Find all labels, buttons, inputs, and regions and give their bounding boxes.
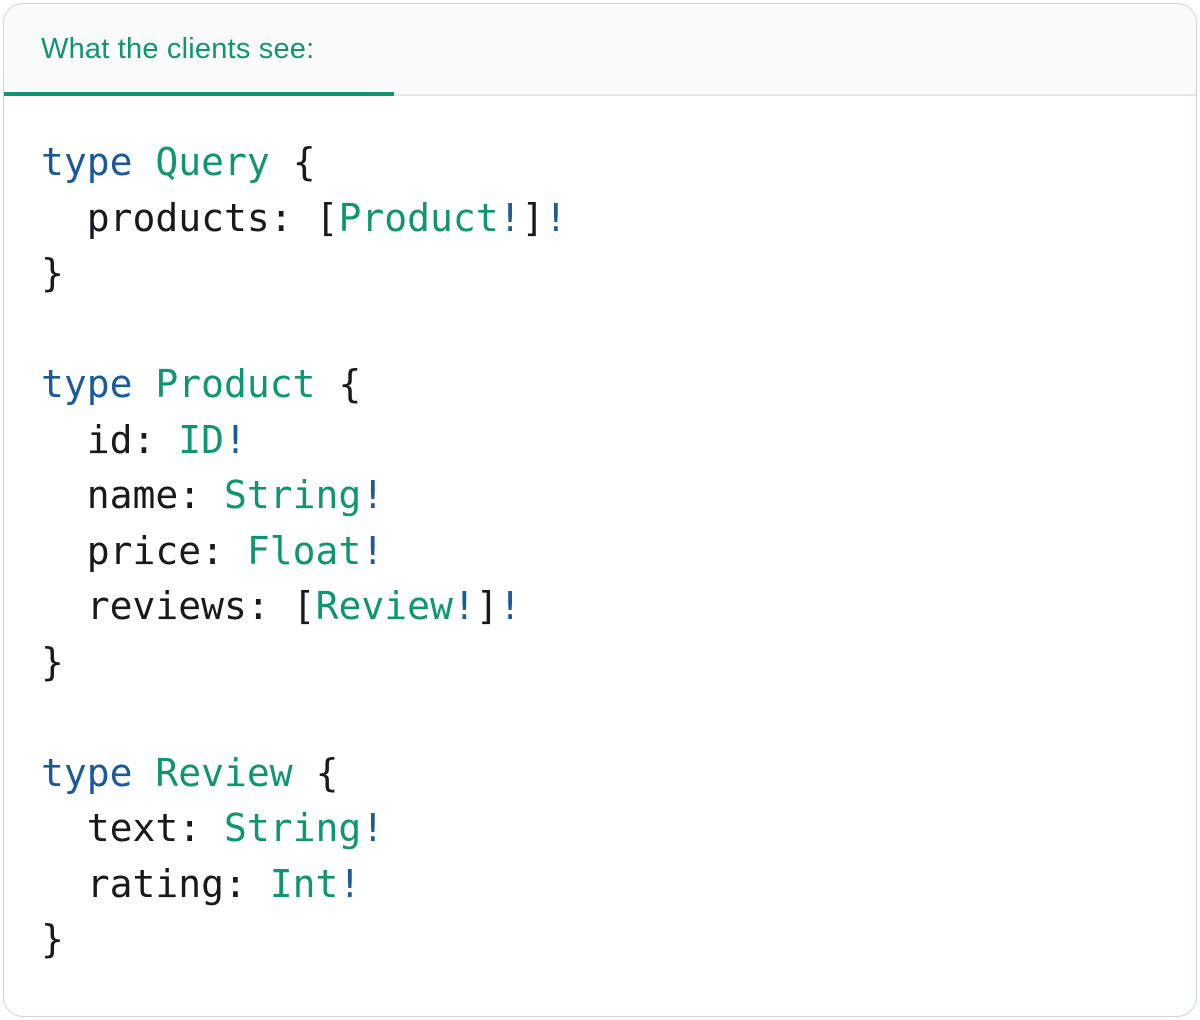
token-plain: { [315, 750, 339, 795]
code-line: price: Float! [41, 524, 1176, 580]
code-line: } [41, 635, 1176, 691]
token-plain: [ [315, 195, 339, 240]
token-bang: ! [452, 584, 476, 628]
token-plain: [ [292, 584, 316, 628]
token-type: Float [246, 528, 362, 573]
code-line: rating: Int! [41, 857, 1176, 913]
token-plain [316, 362, 339, 406]
tab-label: What the clients see: [41, 32, 315, 65]
token-bang: ! [361, 473, 385, 517]
token-bang: ! [498, 195, 522, 240]
token-plain: products: [41, 195, 316, 240]
token-plain [133, 362, 156, 406]
token-plain: } [41, 917, 64, 961]
token-keyword: type [41, 140, 133, 184]
token-type: Query [155, 140, 270, 184]
token-plain [133, 751, 156, 795]
token-type: Review [155, 750, 293, 795]
token-bang: ! [361, 806, 385, 850]
token-plain: ] [521, 195, 545, 240]
panel-header: What the clients see: [4, 4, 1196, 96]
token-keyword: type [41, 362, 133, 406]
token-keyword: type [41, 750, 133, 795]
token-plain: { [338, 362, 362, 406]
token-plain: } [41, 639, 64, 684]
token-plain: name: [41, 473, 225, 517]
token-bang: ! [544, 195, 568, 240]
token-plain: price: [41, 528, 247, 573]
code-line: type Product { [41, 357, 1176, 413]
tab-what-clients-see[interactable]: What the clients see: [4, 4, 394, 94]
code-line: reviews: [Review!]! [41, 579, 1176, 635]
token-plain: text: [41, 806, 225, 850]
token-type: Product [338, 195, 499, 240]
token-bang: ! [338, 861, 362, 906]
code-line: id: ID! [41, 413, 1176, 469]
token-plain: reviews: [41, 584, 293, 628]
token-plain [133, 140, 156, 184]
code-line: products: [Product!]! [41, 191, 1176, 247]
token-plain: id: [41, 417, 179, 462]
code-line: } [41, 246, 1176, 302]
code-line: text: String! [41, 801, 1176, 857]
code-line: type Query { [41, 135, 1176, 191]
code-panel: What the clients see: type Query { produ… [3, 3, 1197, 1017]
code-line: type Review { [41, 746, 1176, 802]
token-type: Product [155, 362, 316, 406]
token-plain: rating: [41, 861, 270, 906]
token-type: String [224, 473, 362, 517]
token-type: String [224, 806, 362, 850]
token-plain [293, 751, 316, 795]
code-line: name: String! [41, 468, 1176, 524]
token-type: Int [269, 861, 339, 906]
token-bang: ! [224, 417, 247, 462]
token-bang: ! [361, 528, 385, 573]
token-type: ID [178, 417, 225, 462]
token-plain: ] [475, 584, 499, 628]
token-plain: } [41, 251, 64, 295]
token-type: Review [315, 584, 453, 628]
token-bang: ! [498, 584, 522, 628]
active-tab-indicator [4, 92, 394, 96]
code-line [41, 302, 1176, 358]
code-block: type Query { products: [Product!]!} type… [4, 96, 1196, 988]
token-plain: { [292, 140, 316, 184]
token-plain [270, 140, 293, 184]
code-line: } [41, 912, 1176, 968]
code-line [41, 690, 1176, 746]
